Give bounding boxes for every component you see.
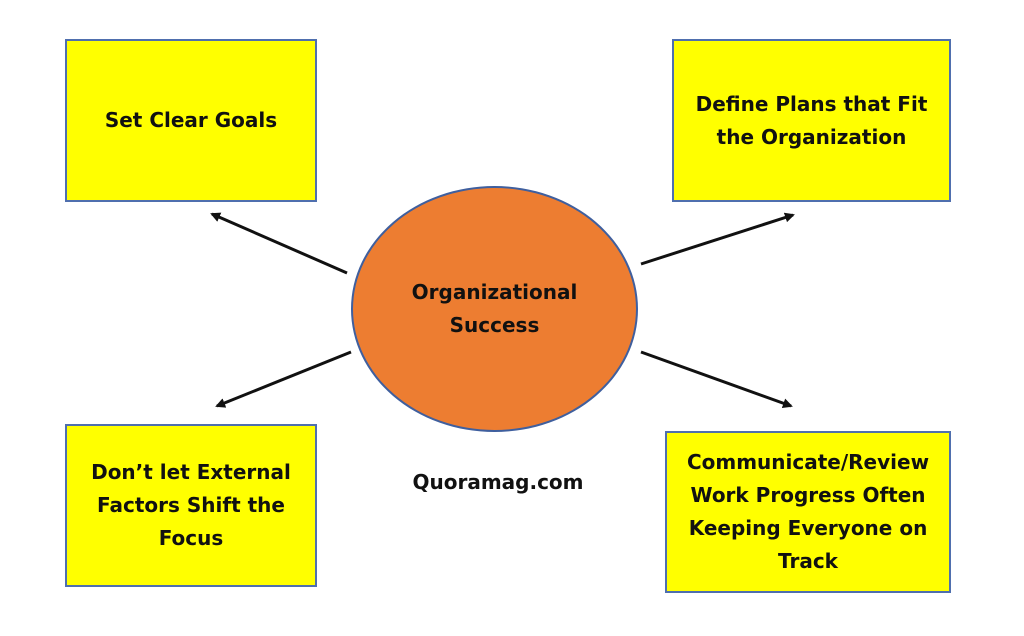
arrow-to-external-factors [215, 350, 352, 408]
box-communicate-review: Communicate/Review Work Progress Often K… [665, 431, 951, 593]
box-label: Don’t let External Factors Shift the Foc… [91, 460, 291, 550]
box-set-clear-goals: Set Clear Goals [65, 39, 317, 202]
box-label: Define Plans that Fit the Organization [695, 91, 928, 149]
watermark: Quoramag.com [412, 470, 584, 494]
box-external-factors: Don’t let External Factors Shift the Foc… [65, 424, 317, 587]
center-label-line2: Success [449, 313, 540, 337]
arrow-to-set-clear-goals [210, 212, 348, 275]
box-label: Communicate/Review Work Progress Often K… [686, 450, 930, 573]
box-define-plans: Define Plans that Fit the Organization [672, 39, 951, 202]
arrow-to-communicate [640, 350, 793, 408]
arrow-to-define-plans [640, 212, 795, 266]
box-label: Set Clear Goals [104, 108, 278, 132]
center-label-line1: Organizational [411, 280, 578, 304]
